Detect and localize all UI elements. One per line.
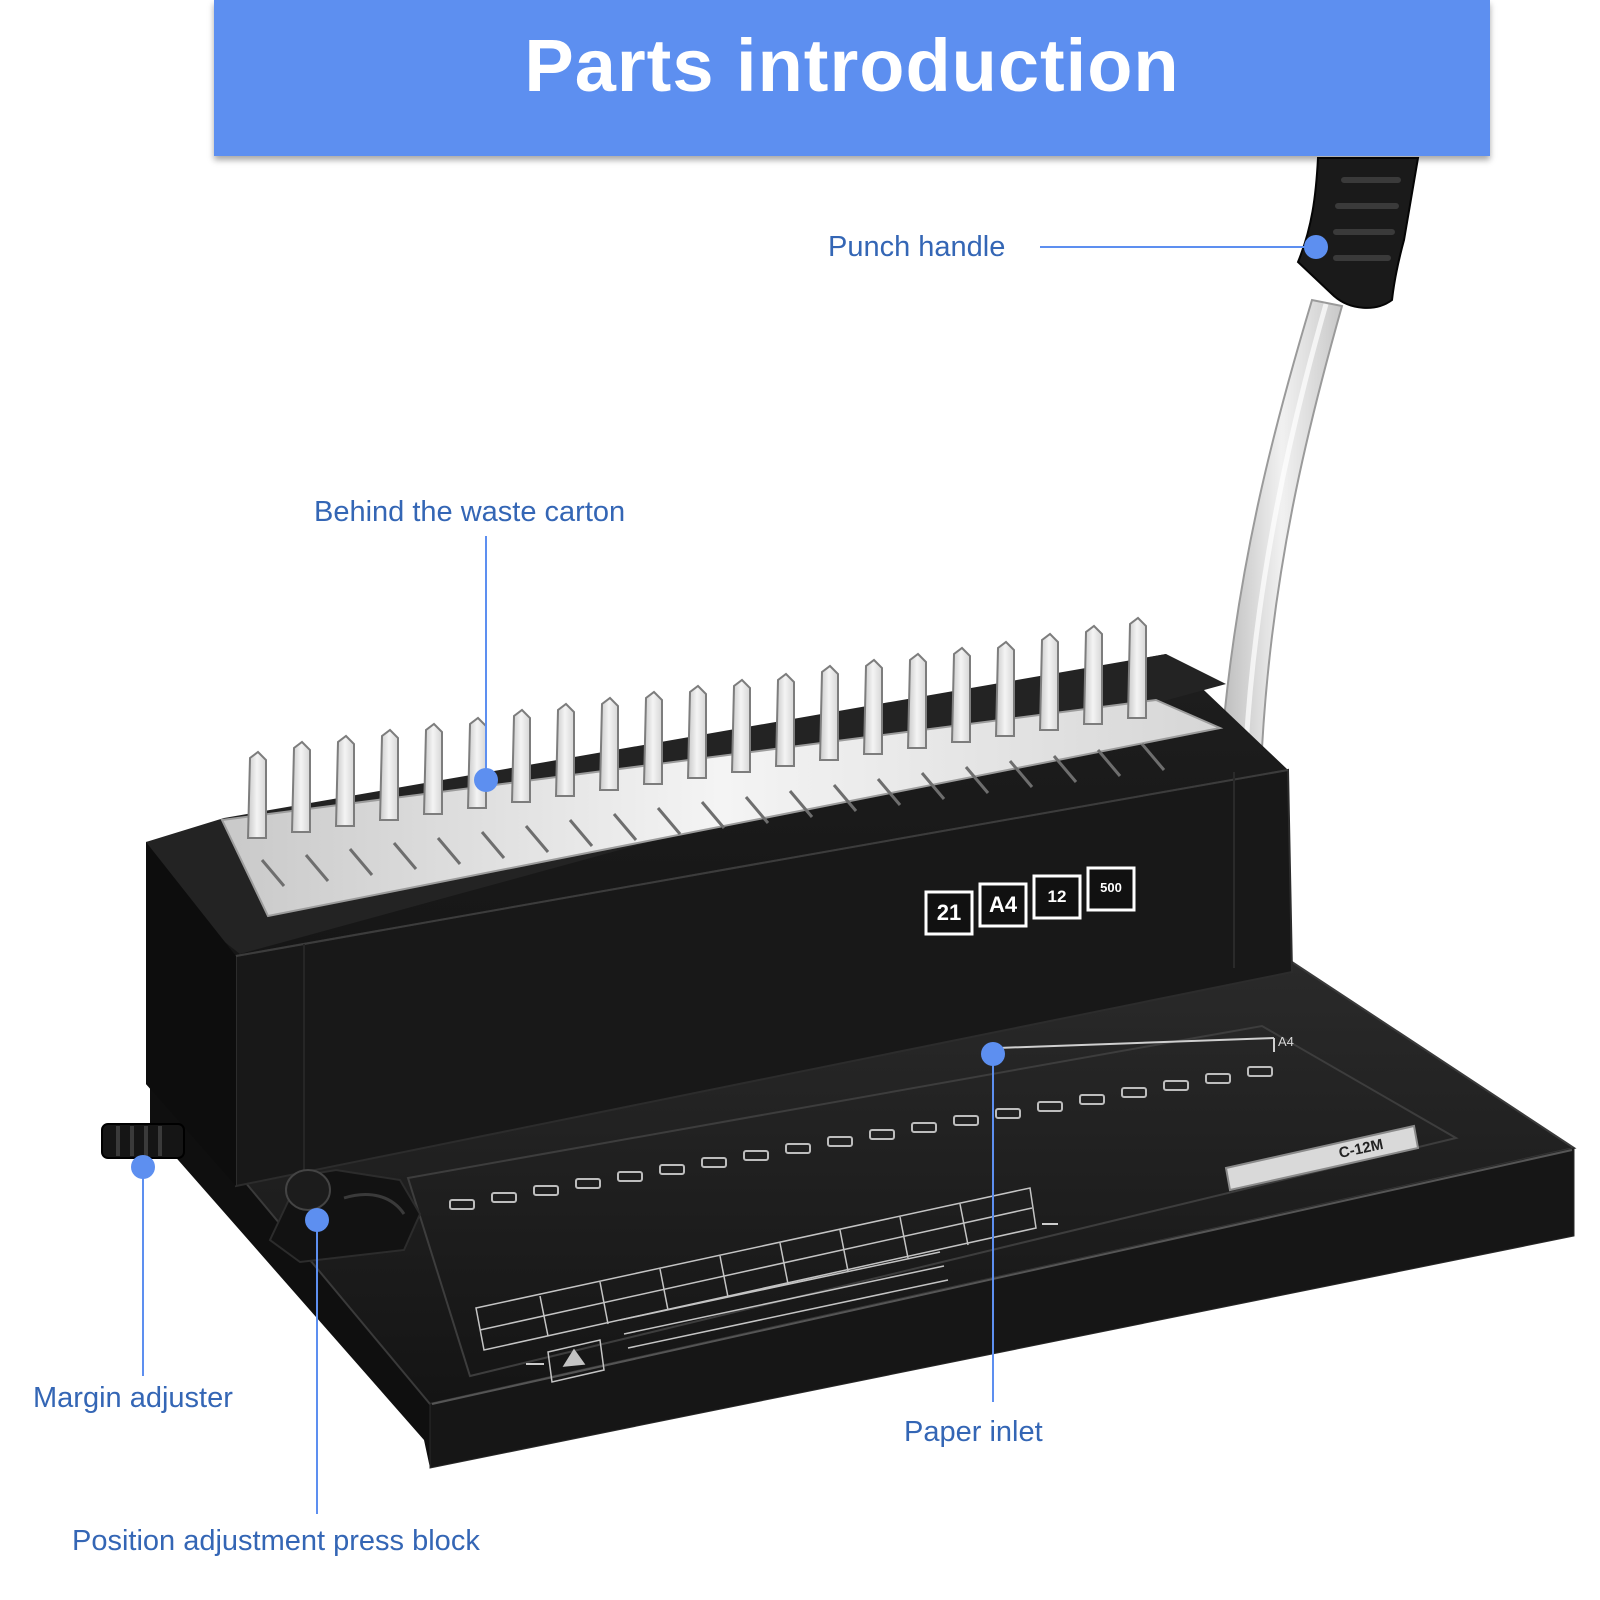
hole-slot-row <box>449 1066 1273 1210</box>
spec-badges: 21 A4 12 500 <box>924 866 1136 936</box>
capacity-table-print <box>475 1187 1037 1383</box>
press-block-marker <box>305 1208 329 1232</box>
a4-guide-mark: A4 <box>1278 1034 1294 1049</box>
page-title: Parts introduction <box>524 23 1180 107</box>
paper-inlet-label: Paper inlet <box>904 1416 1043 1448</box>
punch-handle-grip <box>1296 157 1420 309</box>
leader-dots <box>131 235 1328 1232</box>
punch-handle-marker <box>1304 235 1328 259</box>
title-banner: Parts introduction <box>214 0 1490 156</box>
spec-badge-sheets: 12 <box>1048 887 1067 906</box>
margin-adjuster-label: Margin adjuster <box>33 1382 233 1414</box>
press-block-label: Position adjustment press block <box>72 1525 480 1557</box>
waste-carton-marker <box>474 768 498 792</box>
margin-adjuster-marker <box>131 1155 155 1179</box>
press-block <box>268 1168 422 1264</box>
lever-arm <box>1220 298 1344 750</box>
paper-inlet-marker <box>981 1042 1005 1066</box>
comb-opener-fingers <box>246 616 1147 839</box>
waste-carton-label: Behind the waste carton <box>314 496 626 528</box>
spec-badge-paper: A4 <box>989 892 1018 917</box>
spec-badge-capacity: 500 <box>1100 880 1122 895</box>
leader-lines <box>142 246 1316 1514</box>
spec-badge-holes: 21 <box>937 900 961 925</box>
margin-adjuster-knob <box>101 1123 185 1159</box>
punch-handle-label: Punch handle <box>828 231 1006 263</box>
